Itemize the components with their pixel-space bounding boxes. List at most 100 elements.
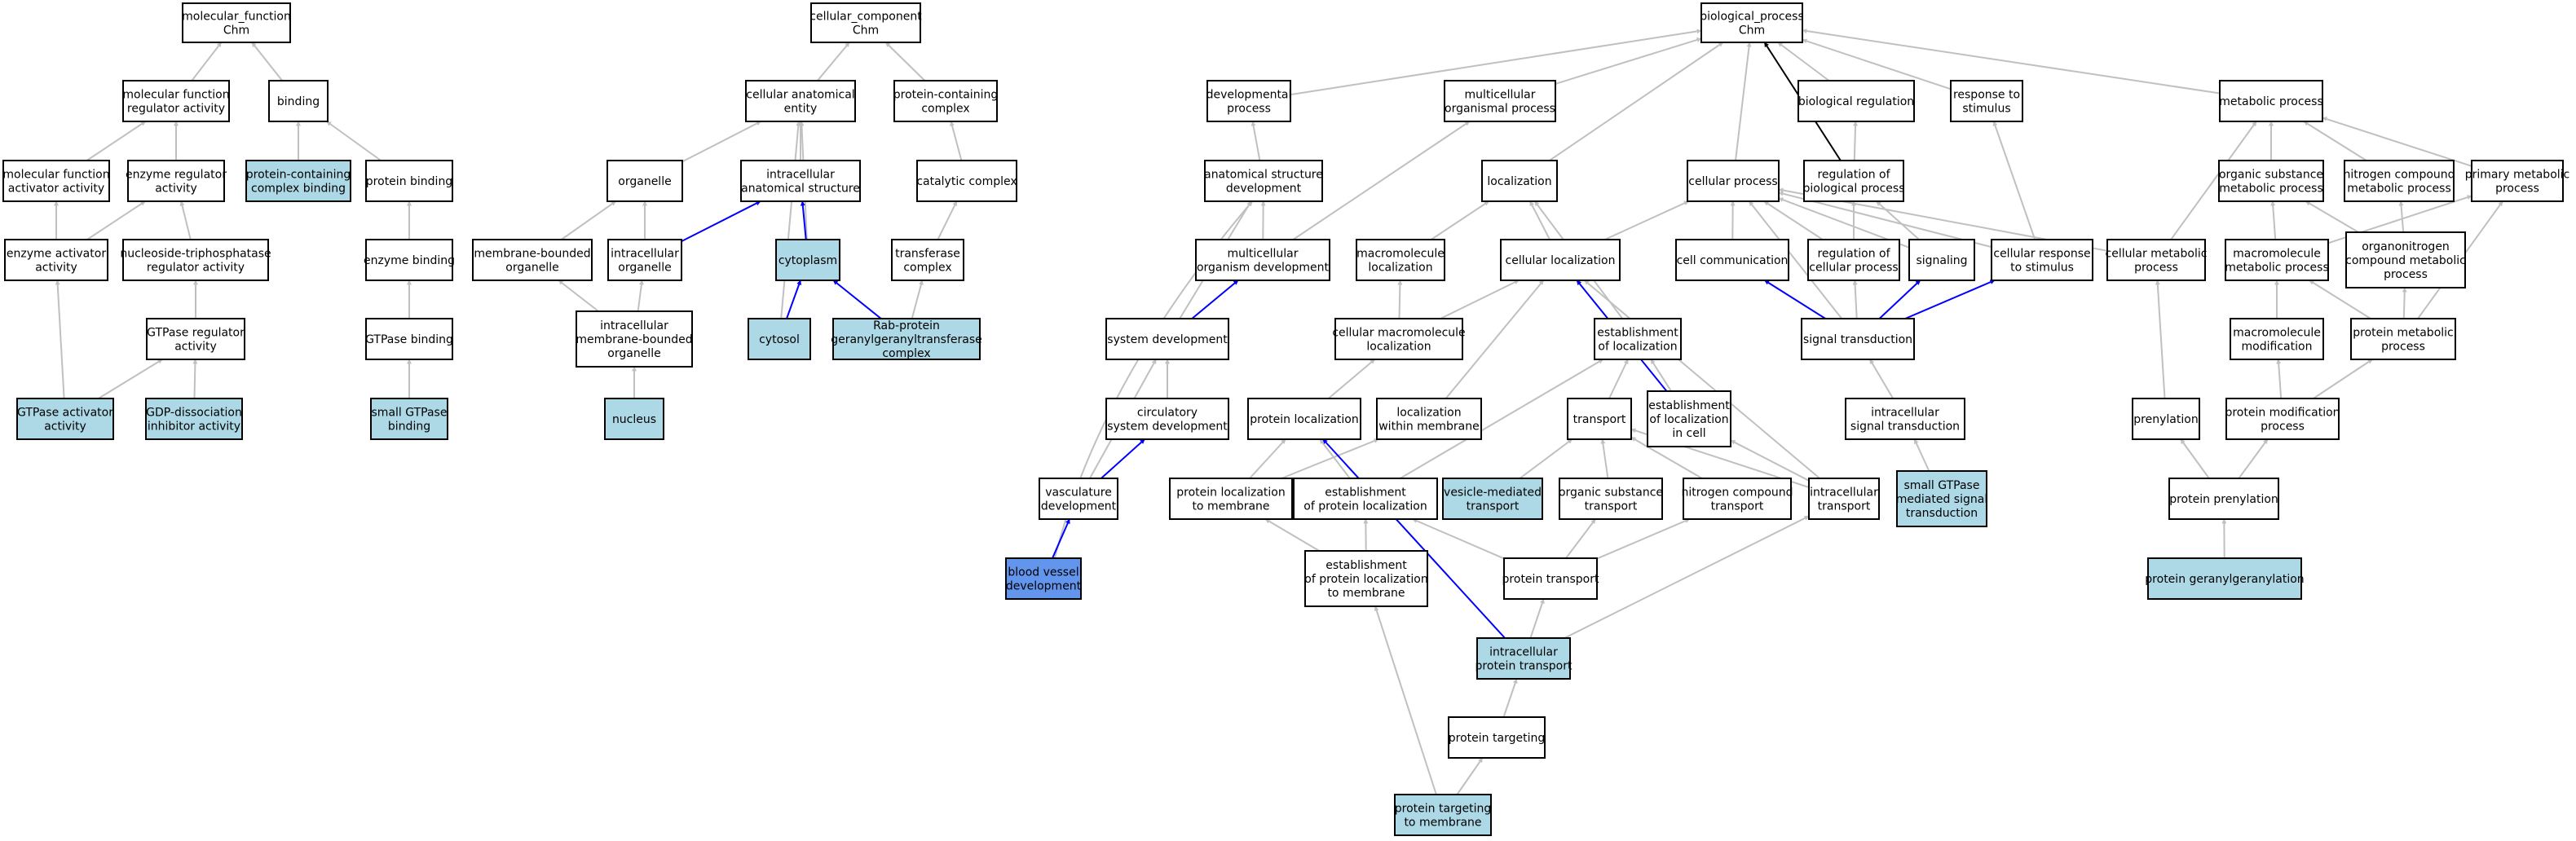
go-term-box — [2344, 160, 2455, 202]
go-term-node-organelle[interactable]: organelle — [607, 160, 683, 202]
go-term-box — [1500, 239, 1621, 281]
go-term-node-biolreg[interactable]: biological regulation — [1797, 80, 1915, 122]
go-term-node-gtpbind[interactable]: GTPase binding — [365, 318, 453, 360]
go-term-node-sysdev[interactable]: system development — [1105, 318, 1229, 360]
go-term-box — [2345, 231, 2466, 288]
go-term-node-nucleus[interactable]: nucleus — [604, 398, 664, 440]
edge-sgtpmst-to-icst — [1913, 438, 1930, 472]
go-term-box — [1105, 398, 1229, 440]
go-term-node-pgg[interactable]: protein geranylgeranylation — [2145, 557, 2305, 600]
go-term-node-signaling[interactable]: signaling — [1908, 239, 1975, 281]
go-term-node-protloc[interactable]: protein localization — [1247, 398, 1361, 440]
go-term-label: cytosol — [759, 333, 800, 346]
go-term-node-metp[interactable]: metabolic process — [2219, 80, 2323, 122]
go-term-node-rabgg[interactable]: Rab-proteingeranylgeranyltransferasecomp… — [831, 318, 982, 360]
go-term-label: regulation of — [1817, 169, 1890, 182]
go-term-box — [1797, 80, 1915, 122]
edge-icpt-to-prottrans — [1529, 598, 1545, 639]
go-term-node-cellproc[interactable]: cellular process — [1687, 160, 1780, 202]
go-term-node-protbind[interactable]: protein binding — [365, 160, 453, 202]
go-term-box — [122, 80, 230, 122]
go-term-label: of localization — [1649, 413, 1728, 426]
go-term-node-cytosol[interactable]: cytosol — [748, 318, 811, 360]
go-term-node-prenyl[interactable]: prenylation — [2132, 398, 2200, 440]
go-term-label: vesicle-mediated — [1444, 487, 1542, 500]
edge-mop-to-bp — [1555, 37, 1702, 85]
go-term-label: nucleoside-triphosphatase — [120, 248, 271, 261]
go-term-node-protpren[interactable]: protein prenylation — [2168, 478, 2279, 520]
go-term-node-localization[interactable]: localization — [1481, 160, 1558, 202]
go-term-node-transport[interactable]: transport — [1567, 398, 1632, 440]
go-term-label: localization — [1487, 175, 1551, 188]
go-term-node-prottarg[interactable]: protein targeting — [1448, 716, 1546, 759]
go-term-node-cytoplasm[interactable]: cytoplasm — [775, 239, 840, 281]
go-term-node-cellcomm[interactable]: cell communication — [1675, 239, 1789, 281]
go-term-node-enzbind[interactable]: enzyme binding — [364, 239, 455, 281]
go-term-label: blood vessel — [1008, 566, 1078, 579]
go-term-box — [1481, 160, 1558, 202]
go-term-node-catcx[interactable]: catalytic complex — [916, 160, 1017, 202]
go-term-node-prottrans[interactable]: protein transport — [1502, 557, 1599, 600]
edge-sigtrans-to-rcp — [1852, 280, 1858, 319]
go-term-node-sigtrans[interactable]: signal transduction — [1801, 318, 1915, 360]
go-term-node-binding[interactable]: binding — [268, 80, 329, 122]
go-term-node-cellloc[interactable]: cellular localization — [1500, 239, 1621, 281]
